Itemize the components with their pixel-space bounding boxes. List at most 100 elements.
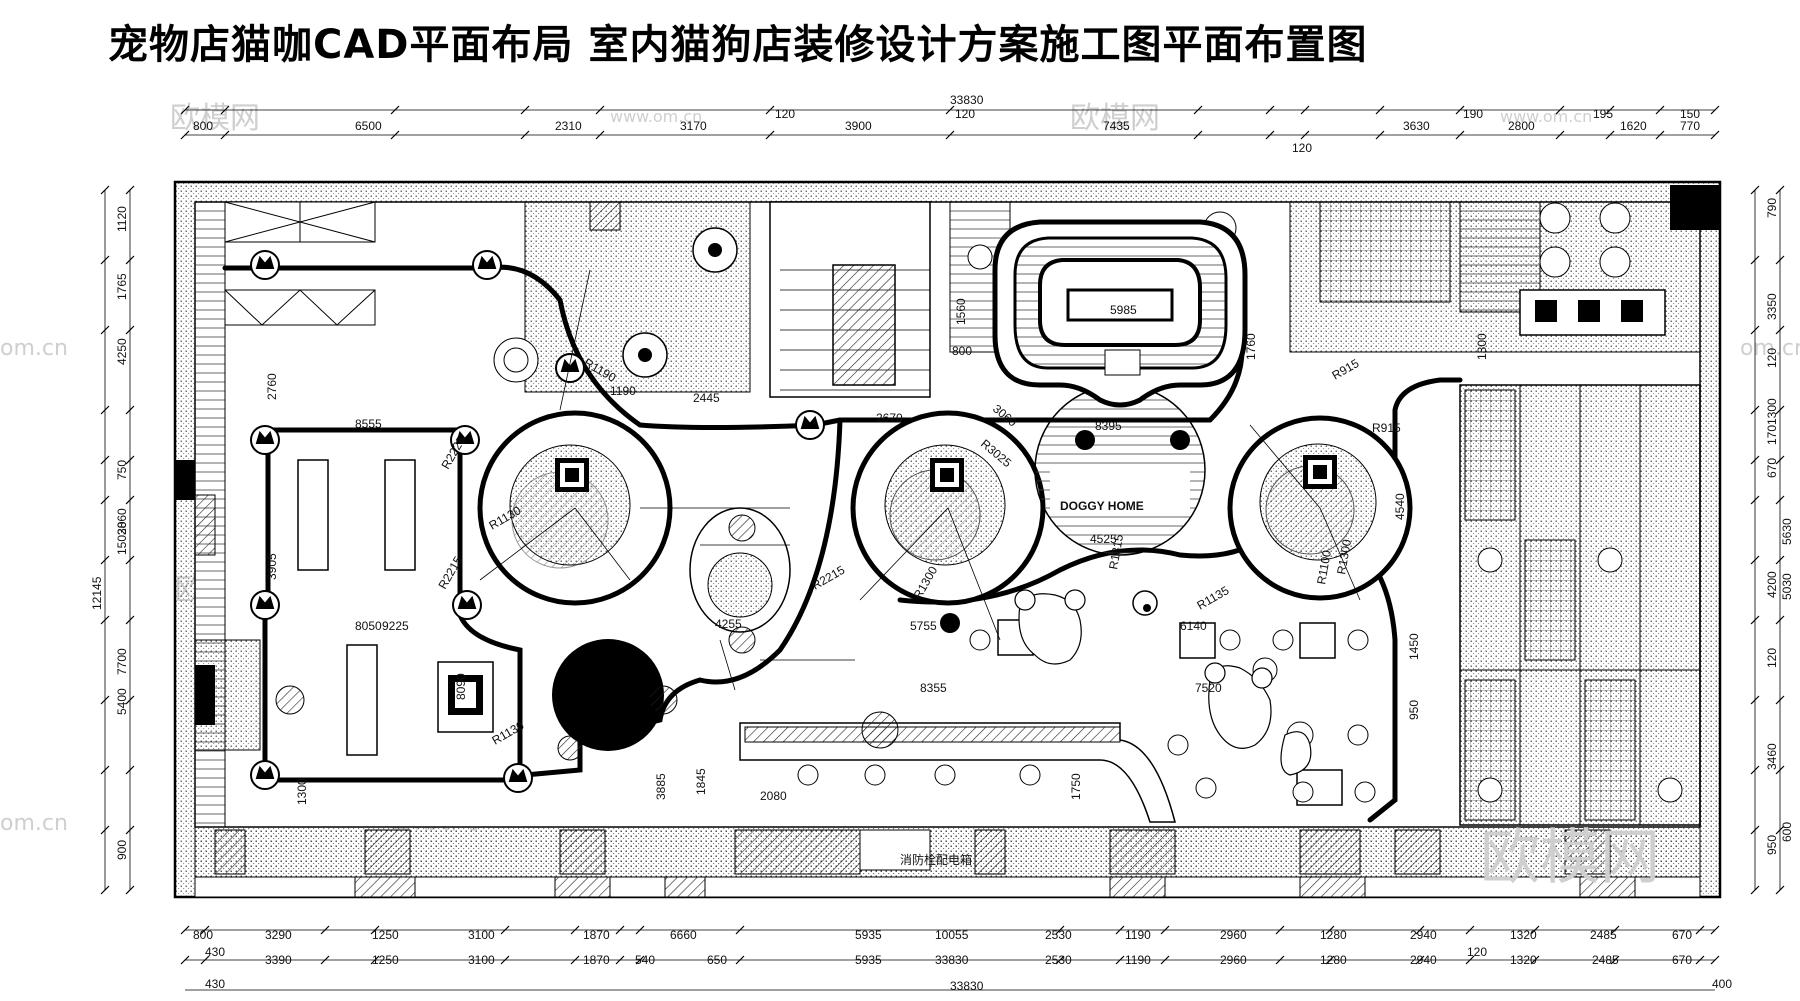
dimension-tick — [125, 325, 135, 335]
dimension-tick — [1750, 825, 1760, 835]
dim-top: 120 — [1292, 141, 1312, 155]
dimension-tick — [1710, 955, 1720, 965]
interior-dim: R1300 — [1334, 538, 1354, 576]
dimension-tick — [125, 185, 135, 195]
interior-dim: 800 — [952, 344, 972, 358]
dimension-tick — [735, 925, 745, 935]
dimension-tick — [370, 925, 380, 935]
interior-dim: 5985 — [1110, 303, 1137, 317]
dimension-tick — [735, 955, 745, 965]
right-rooms — [1459, 384, 1701, 826]
interior-dim: 9225 — [382, 619, 409, 633]
dimension-tick — [220, 105, 230, 115]
dimension-tick — [1750, 405, 1760, 415]
dim-left: 750 — [115, 460, 129, 480]
dim-top: 7435 — [1103, 119, 1130, 133]
dimension-tick — [370, 955, 380, 965]
dimension-tick — [125, 615, 135, 625]
dim-bottom: 650 — [707, 953, 727, 967]
dimension-tick — [1275, 955, 1285, 965]
dimension-tick — [100, 325, 110, 335]
dimension-tick — [1375, 130, 1385, 140]
bear-rugs — [1014, 589, 1312, 776]
dimension-tick — [125, 495, 135, 505]
dim-left: 7700 — [115, 648, 129, 675]
dim-top: 120 — [775, 107, 795, 121]
dim-bottom: 1870 — [583, 953, 610, 967]
interior-dim: 1190 — [610, 384, 636, 398]
interior-dim: 1845 — [694, 768, 708, 795]
dimension-tick — [100, 555, 110, 565]
dimension-tick — [1605, 130, 1615, 140]
dimension-tick — [1695, 955, 1705, 965]
bar-counter — [739, 711, 1176, 823]
dim-top: 770 — [1680, 119, 1700, 133]
dim-right: 170 — [1765, 425, 1779, 445]
watermark-side: om.cn — [0, 336, 68, 361]
cat-badge-markers — [250, 250, 825, 793]
cat-face-icon — [795, 410, 825, 440]
dim-right: 5630 — [1780, 518, 1794, 545]
dimension-tick — [320, 925, 330, 935]
dim-top: 3170 — [680, 119, 707, 133]
dim-bottom: 1250 — [372, 953, 399, 967]
dimension-tick — [1775, 555, 1785, 565]
dim-left: 1120 — [115, 206, 129, 232]
dimension-tick — [200, 925, 210, 935]
dim-bottom: 1320 — [1510, 953, 1537, 967]
dimension-tick — [125, 825, 135, 835]
dimension-tick — [635, 955, 645, 965]
dim-right: 4200 — [1765, 571, 1779, 598]
interior-dim: 2670 — [876, 411, 903, 425]
dim-top: 195 — [1593, 107, 1613, 121]
dim-top: 3630 — [1403, 119, 1430, 133]
dimension-tick — [100, 455, 110, 465]
dimension-tick — [1750, 695, 1760, 705]
interior-dim: 4255 — [715, 617, 742, 631]
dimension-tick — [1055, 925, 1065, 935]
dimension-tick — [125, 255, 135, 265]
dim-right: 670 — [1765, 458, 1779, 478]
dimension-tick — [1555, 105, 1565, 115]
dimension-tick — [1265, 105, 1275, 115]
dimension-tick — [945, 130, 955, 140]
dimension-tick — [100, 495, 110, 505]
dimension-tick — [1160, 955, 1170, 965]
dim-bottom: 5935 — [855, 928, 882, 942]
dim-bottom: 2485 — [1592, 953, 1619, 967]
page-title: 宠物店猫咖CAD平面布局 室内猫狗店装修设计方案施工图平面布置图 — [108, 22, 1368, 68]
dim-left: 2860 — [115, 508, 129, 535]
dim-bottom: 1190 — [1125, 928, 1151, 942]
dimension-tick — [1300, 105, 1310, 115]
dim-right: 1300 — [1765, 398, 1779, 425]
dimension-tick — [1775, 185, 1785, 195]
dimension-text-right: 790 3350 120 1300 170 670 4200 120 3460 … — [1765, 198, 1794, 855]
dim-top: 150 — [1680, 107, 1700, 121]
restroom-block — [1289, 185, 1720, 353]
interior-dim: R915 — [1372, 421, 1401, 435]
dim-bottom: 3390 — [265, 953, 292, 967]
dim-bottom: 1280 — [1320, 928, 1347, 942]
dim-top: 3900 — [845, 119, 872, 133]
dimension-tick — [945, 105, 955, 115]
interior-dim: 1300 — [1475, 333, 1489, 360]
dimension-tick — [1710, 130, 1720, 140]
dim-left: 3905 — [265, 553, 279, 580]
dimension-tick — [1775, 405, 1785, 415]
dim-total-bottom: 33830 — [950, 979, 984, 993]
interior-dim: R1815 — [1106, 533, 1126, 571]
dim-bottom: 2940 — [1410, 928, 1437, 942]
dim-total-top: 33830 — [950, 93, 984, 107]
doggy-home-area: DOGGY HOME — [992, 219, 1248, 556]
dimension-tick — [1750, 765, 1760, 775]
dim-bottom: 120 — [1467, 945, 1487, 959]
dimension-tick — [180, 925, 190, 935]
dimension-tick — [595, 105, 605, 115]
dim-bottom: 2530 — [1045, 928, 1072, 942]
dimension-tick — [1655, 130, 1665, 140]
dimension-tick — [520, 105, 530, 115]
dimension-tick — [615, 925, 625, 935]
dimension-tick — [1710, 105, 1720, 115]
dimension-tick — [320, 955, 330, 965]
dimension-tick — [1750, 325, 1760, 335]
